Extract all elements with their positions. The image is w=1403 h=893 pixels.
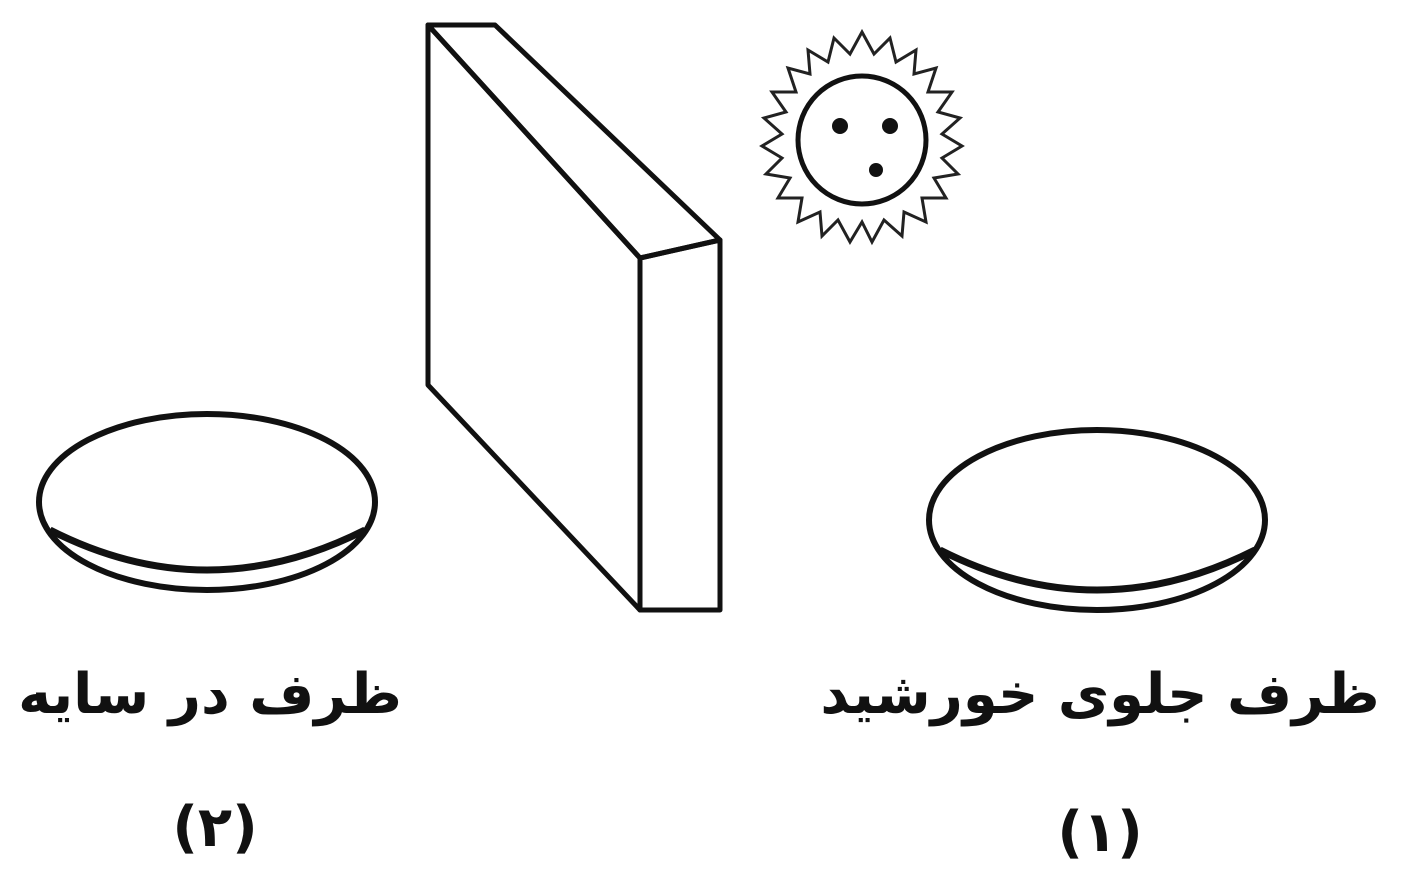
wall xyxy=(428,25,720,610)
dish-sun-rim xyxy=(929,430,1265,610)
sun-face xyxy=(798,76,926,204)
sun-nose xyxy=(869,163,883,177)
sun-icon xyxy=(762,32,962,242)
number-dish-sun: (۱) xyxy=(1000,800,1200,865)
sun-eye-right xyxy=(882,118,898,134)
dish-shade xyxy=(39,414,375,590)
label-dish-sun: ظرف جلوی خورشید xyxy=(800,662,1400,727)
number-dish-shade: (۲) xyxy=(115,795,315,860)
wall-top-face xyxy=(428,25,720,258)
dish-sun xyxy=(929,430,1265,610)
wall-front-face xyxy=(428,25,640,610)
dish-shade-rim xyxy=(39,414,375,590)
wall-side-face xyxy=(640,240,720,610)
label-dish-shade: ظرف در سایه xyxy=(0,662,420,727)
sun-eye-left xyxy=(832,118,848,134)
